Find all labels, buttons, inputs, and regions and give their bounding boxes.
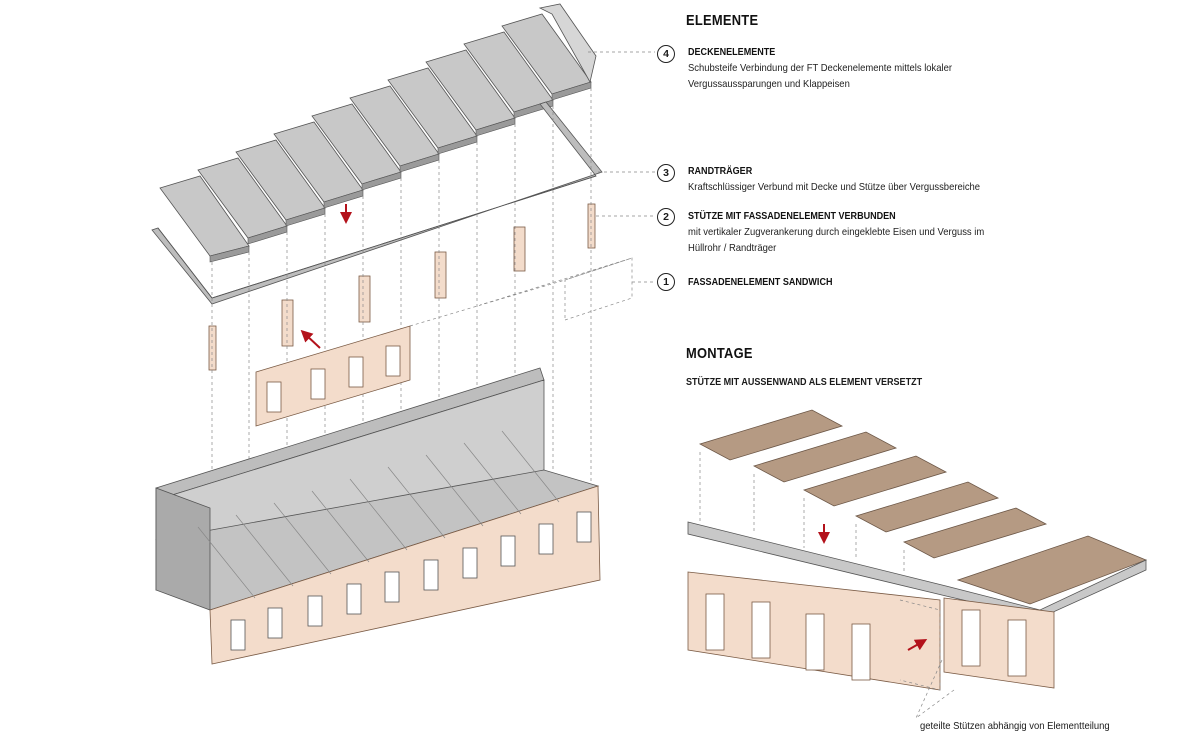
deckenelemente-slabs (159, 3, 597, 257)
montage-subheading: STÜTZE MIT AUSSENWAND ALS ELEMENT VERSET… (686, 376, 923, 388)
assembled-building (155, 367, 601, 665)
montage-note: geteilte Stützen abhängig von Elementtei… (920, 720, 1110, 732)
item-4-desc-line-2: Vergussaussparungen und Klappeisen (688, 78, 850, 90)
montage-slabs (698, 409, 1148, 605)
assembled-windows (230, 511, 592, 651)
item-3-desc-line-1: Kraftschlüssiger Verbund mit Decke und S… (688, 181, 981, 193)
montage-heading: MONTAGE (686, 345, 753, 362)
assembled-slab-joints (197, 430, 560, 599)
item-2-title: STÜTZE MIT FASSADENELEMENT VERBUNDEN (688, 210, 896, 222)
item-1-number: 1 (657, 273, 675, 291)
assembly-arrows-left (300, 204, 352, 349)
item-2-desc-line-2: Hüllrohr / Randträger (688, 242, 777, 254)
item-2-desc-line-1: mit vertikaler Zugverankerung durch eing… (688, 226, 985, 238)
item-4-title: DECKENELEMENTE (688, 46, 776, 58)
item-4-number: 4 (657, 45, 675, 63)
montage-facade (687, 571, 1055, 691)
montage-projection-lines (699, 452, 955, 719)
item-3-title: RANDTRÄGER (688, 165, 753, 177)
assembly-arrows-montage (818, 524, 928, 651)
item-3-number: 3 (657, 164, 675, 182)
elemente-heading: ELEMENTE (686, 12, 759, 29)
item-2-number: 2 (657, 208, 675, 226)
item-1-title: FASSADENELEMENT SANDWICH (688, 276, 833, 288)
stuetzen-columns (208, 203, 596, 371)
montage-beam (687, 521, 1147, 619)
fassadenelement-floating (255, 325, 411, 427)
item-4-desc-line-1: Schubsteife Verbindung der FT Deckenelem… (688, 62, 953, 74)
